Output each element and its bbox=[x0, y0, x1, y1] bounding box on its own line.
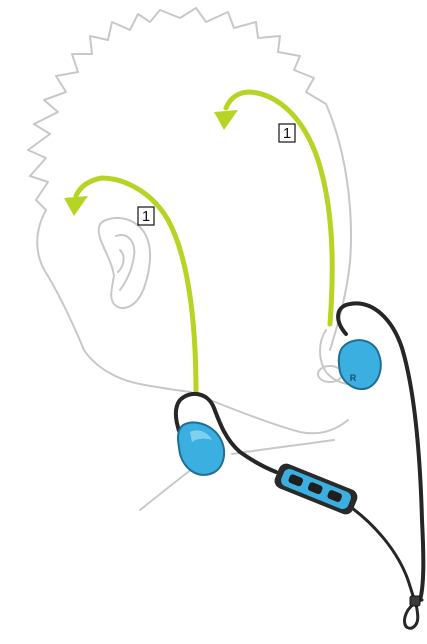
arrow-left-curve bbox=[76, 178, 196, 392]
right-earbud: R bbox=[339, 340, 381, 389]
left-earbud bbox=[178, 422, 224, 474]
inline-remote bbox=[272, 461, 360, 517]
curved-arrow-icon bbox=[64, 196, 88, 216]
arrow-left bbox=[64, 178, 196, 392]
cable-slider bbox=[410, 596, 420, 606]
curved-arrow-icon bbox=[214, 110, 238, 130]
earbud-body bbox=[339, 340, 381, 389]
collar-line bbox=[140, 466, 196, 510]
earbud-body bbox=[178, 422, 224, 474]
step-badge-left: 1 bbox=[138, 207, 154, 225]
left-ear bbox=[99, 218, 150, 308]
step-badge-right: 1 bbox=[279, 124, 295, 142]
arrow-right bbox=[214, 92, 332, 324]
right-earbud-mark: R bbox=[350, 373, 357, 383]
step-number: 1 bbox=[142, 208, 150, 225]
step-number: 1 bbox=[283, 125, 291, 142]
cable-to-slider bbox=[352, 508, 416, 604]
shoulder-line bbox=[232, 440, 334, 454]
face-side bbox=[37, 210, 190, 392]
hair-top bbox=[160, 8, 326, 104]
